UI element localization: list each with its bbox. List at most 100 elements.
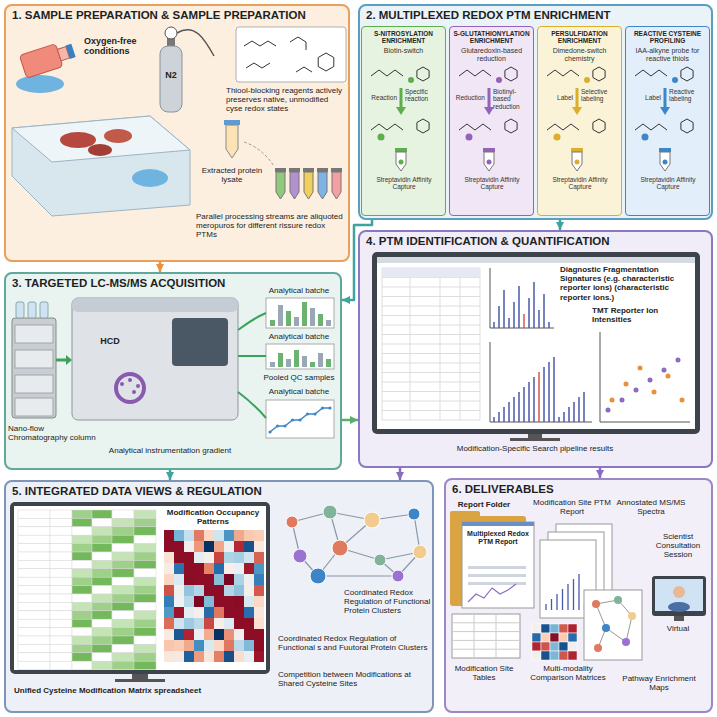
spectrum-peak — [538, 310, 540, 328]
tissue-sample — [104, 129, 132, 143]
label-text: Pooled QC samples — [258, 373, 340, 382]
heatmap-cell — [234, 651, 244, 662]
table-column — [474, 614, 475, 658]
spectrum-peak — [503, 407, 505, 422]
label-text: Scientist Consultation Session — [646, 532, 710, 560]
matrix-cell — [18, 544, 50, 552]
table-header — [382, 268, 480, 278]
biotin-tag — [466, 134, 473, 141]
matrix-cell — [532, 651, 541, 660]
matrix-cell — [92, 586, 112, 594]
chart-bar — [286, 359, 291, 367]
chart-bar — [318, 353, 323, 367]
heatmap-cell — [244, 629, 254, 640]
label-text: Specific reaction — [405, 88, 445, 103]
heatmap-cell — [254, 585, 264, 596]
heatmap-cell — [254, 618, 264, 629]
heatmap-cell — [234, 640, 244, 651]
matrix-cell — [72, 619, 92, 627]
matrix-cell — [112, 560, 134, 568]
table-row — [382, 420, 480, 421]
chart-bar — [310, 308, 315, 326]
matrix-cell — [92, 569, 112, 577]
monitor-screen — [377, 257, 695, 429]
reporter-point — [680, 398, 685, 403]
spectrum-peak — [553, 357, 555, 422]
callout-label: Nano-flow Chromatography column — [8, 424, 98, 442]
lc-module — [15, 375, 53, 393]
molecule-ring — [417, 119, 429, 133]
solvent-bottle — [28, 302, 36, 318]
heatmap-cell — [204, 596, 214, 607]
instrument-top — [72, 298, 238, 312]
callout-label: Streptavidin Affinity Capture — [540, 176, 620, 191]
callout-label: Analytical instrumentation gradient — [90, 446, 250, 455]
chart-bar — [310, 362, 315, 367]
heatmap-cell — [224, 618, 234, 629]
chart-bar — [326, 320, 331, 326]
heatmap-cell — [244, 574, 254, 585]
label-text: Multi-modality Comparison Matrices — [526, 664, 610, 682]
modification-mark — [672, 77, 678, 83]
network-protein — [392, 570, 404, 582]
report-line — [468, 574, 526, 577]
capture-tube — [484, 152, 494, 171]
heatmap-cell — [234, 618, 244, 629]
heatmap-cell — [194, 640, 204, 651]
lc-stack — [12, 318, 56, 418]
panel-ground — [537, 26, 622, 216]
callout-label: Streptavidin Affinity Capture — [452, 176, 532, 191]
heatmap-cell — [254, 541, 264, 552]
matrix-cell — [134, 510, 156, 518]
capture-tube — [396, 152, 406, 171]
tube-cap — [331, 168, 342, 172]
table-row — [382, 401, 480, 402]
panel-heading: 1. SAMPLE PREPARATION & SAMPLE PREPARATI… — [6, 6, 348, 22]
table-row — [382, 410, 480, 411]
matrix-cell — [541, 633, 550, 642]
sample-prep-illustration — [12, 27, 346, 216]
heatmap-cell — [254, 629, 264, 640]
matrix-cell — [559, 633, 568, 642]
heatmap-cell — [214, 574, 224, 585]
spectrum-peak — [498, 306, 500, 328]
pathway-node — [594, 644, 602, 652]
table-row — [382, 325, 480, 326]
matrix-cell — [112, 594, 134, 602]
heatmap-cell — [224, 563, 234, 574]
heatmap-cell — [174, 651, 184, 662]
matrix-cell — [50, 619, 72, 627]
flow-connector — [399, 468, 402, 480]
tube-cap — [275, 168, 286, 172]
matrix-cell — [18, 577, 50, 585]
ion-ring — [116, 374, 144, 402]
monitor-screen — [14, 506, 266, 670]
callout-label: Streptavidin Affinity Capture — [364, 176, 444, 191]
label-text: HCD — [90, 336, 130, 346]
label-text: Diagnostic Fragmentation Signatures (e.g… — [560, 265, 694, 302]
molecule-ring — [505, 67, 517, 81]
matrix-cell — [112, 527, 134, 535]
callout-label: HCD — [90, 336, 130, 346]
label-text: Coordinated Redox Regulation of Function… — [344, 588, 432, 616]
panel-heading: 5. INTEGRATED DATA VIEWS & REGULATION — [6, 482, 432, 498]
heatmap-cell — [184, 530, 194, 541]
heatmap-cell — [194, 530, 204, 541]
callout-label: Reaction — [363, 94, 397, 101]
matrix-cell — [92, 636, 112, 644]
table-column — [496, 614, 497, 658]
batch-flow — [238, 392, 266, 418]
matrix-cell — [72, 628, 92, 636]
matrix-cell — [72, 544, 92, 552]
spectrum-peak — [518, 286, 520, 328]
molecule-ring — [593, 119, 605, 133]
heatmap-cell — [204, 640, 214, 651]
heatmap-cell — [194, 596, 204, 607]
heatmap-cell — [224, 530, 234, 541]
matrix-cell — [72, 611, 92, 619]
chart-bar — [302, 302, 307, 326]
matrix-cell — [112, 544, 134, 552]
panel-heading: 4. PTM IDENTIFICATION & QUANTIFICATION — [360, 232, 711, 248]
table-row — [382, 287, 480, 288]
matrix-cell — [92, 619, 112, 627]
